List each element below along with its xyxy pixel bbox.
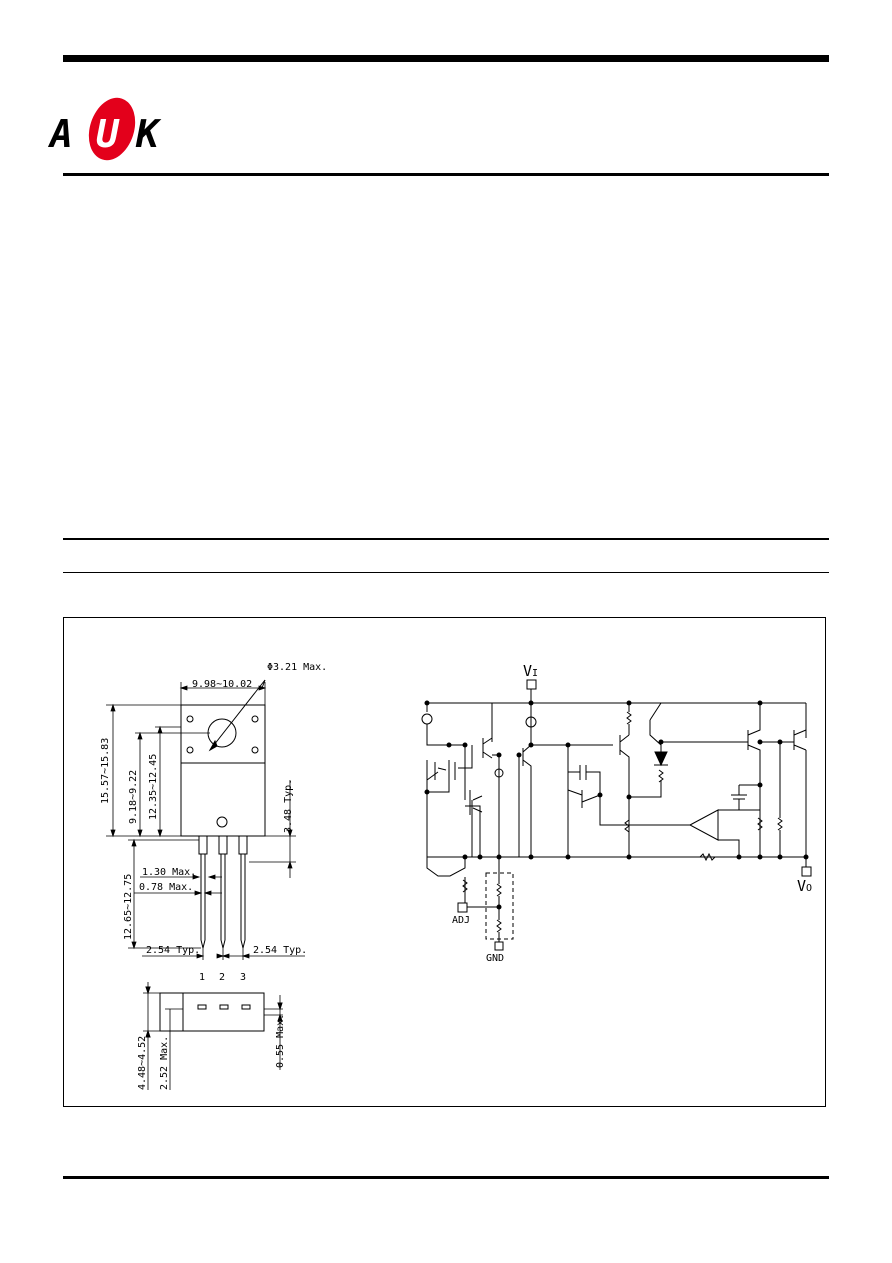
dim-pitch-right: 2.54 Typ. — [253, 945, 307, 956]
logo-letter-a: A — [48, 112, 73, 156]
section-rule-lower — [63, 572, 829, 573]
footer-rule — [63, 1176, 829, 1179]
dim-side-lead: 2.52 Max. — [159, 1036, 170, 1090]
dim-pitch-left: 2.54 Typ. — [146, 945, 200, 956]
schematic-wires — [421, 679, 812, 951]
logo-red-oval — [88, 97, 136, 161]
label-adj: ADJ — [452, 915, 470, 926]
dim-lead-width-max: 1.30 Max. — [142, 867, 196, 878]
package-side-view — [143, 982, 283, 1090]
dim-body-height: 12.35~12.45 — [148, 754, 159, 820]
figure-frame — [63, 617, 826, 1107]
pin-number-1: 1 — [199, 972, 205, 983]
dim-width: 9.98~10.02 — [192, 679, 252, 690]
dim-tab-thickness: 3.48 Typ. — [283, 779, 294, 833]
top-thick-rule — [63, 55, 829, 62]
auk-logo: A U K — [48, 97, 162, 161]
dim-side-thickness: 4.48~4.52 — [137, 1036, 148, 1090]
dim-to-hole: 9.18~9.22 — [128, 770, 139, 824]
header-rule — [63, 173, 829, 176]
dim-lead-length: 12.65~12.75 — [123, 874, 134, 940]
label-vo: VO — [797, 877, 812, 895]
label-vi: VI — [523, 662, 538, 680]
label-gnd: GND — [486, 953, 504, 964]
dim-lead-width-min: 0.78 Max. — [139, 882, 193, 893]
package-dimension-lines — [106, 682, 305, 960]
section-rule-upper — [63, 538, 829, 540]
pin-number-2: 2 — [219, 972, 225, 983]
package-outline — [180, 679, 266, 949]
dim-side-lead-thick: 0.55 Max. — [275, 1014, 286, 1068]
dim-total-height: 15.57~15.83 — [100, 738, 111, 804]
pin-number-3: 3 — [240, 972, 246, 983]
logo-letter-u: U — [96, 112, 120, 156]
dim-hole-diameter: Φ3.21 Max. — [267, 662, 327, 673]
logo-letter-k: K — [135, 112, 162, 156]
